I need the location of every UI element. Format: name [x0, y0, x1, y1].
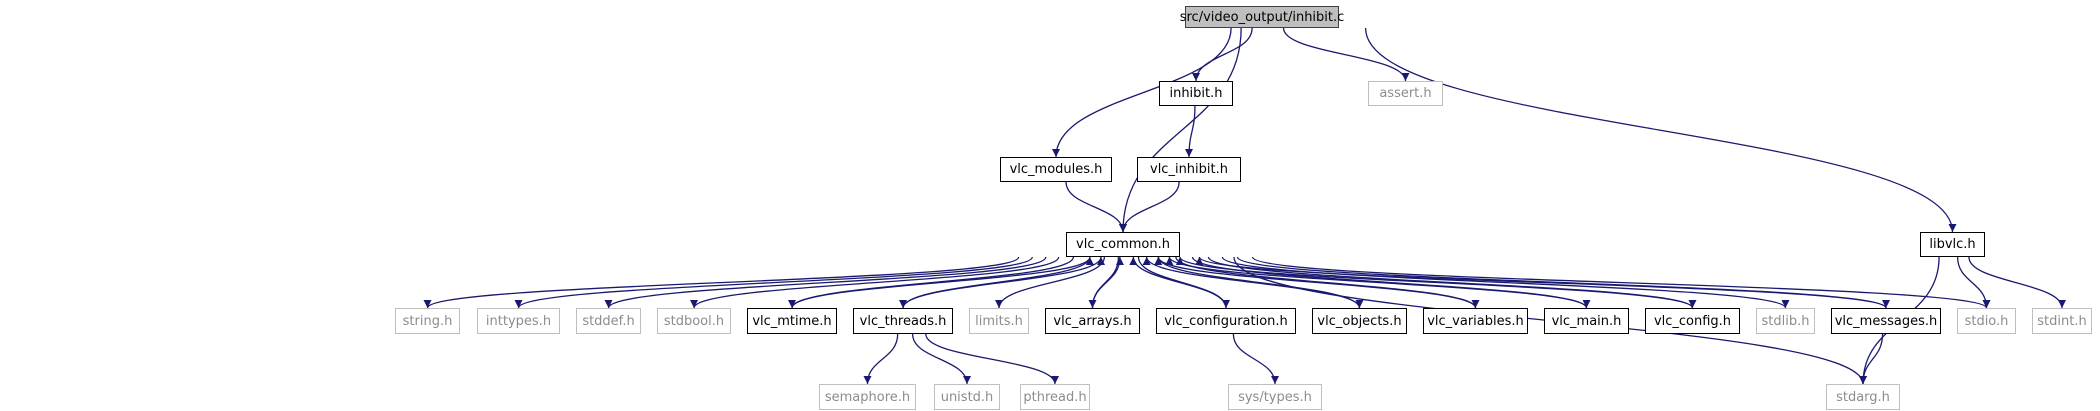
edge-vlc-mtime-h-to-vlc-common-h — [791, 256, 1094, 309]
node-vlc-threads-h[interactable]: vlc_threads.h — [853, 308, 953, 334]
edge-vlc-common-h-to-stddef-h — [604, 256, 1047, 309]
node-vlc-config-h[interactable]: vlc_config.h — [1645, 308, 1740, 334]
node-inttypes-h: inttypes.h — [477, 308, 560, 334]
node-sys-types-h: sys/types.h — [1228, 384, 1322, 410]
node-vlc-main-h[interactable]: vlc_main.h — [1544, 308, 1629, 334]
node-limits-h: limits.h — [969, 308, 1029, 334]
node-stddef-h: stddef.h — [576, 308, 641, 334]
node-pthread-h: pthread.h — [1020, 384, 1090, 410]
node-vlc-objects-h[interactable]: vlc_objects.h — [1312, 308, 1407, 334]
edge-vlc-config-h-to-vlc-common-h — [1176, 256, 1694, 309]
edge-vlc-common-h-to-vlc-messages-h — [1236, 256, 1890, 309]
edge-vlc-messages-h-to-stdarg-h — [1859, 333, 1884, 385]
edge-vlc-objects-h-to-vlc-common-h — [1142, 256, 1361, 309]
edge-vlc-variables-h-to-vlc-common-h — [1154, 256, 1477, 309]
node-root[interactable]: src/video_output/inhibit.c — [1180, 6, 1344, 28]
node-vlc-messages-h[interactable]: vlc_messages.h — [1831, 308, 1941, 334]
edge-inhibit-h-to-vlc-inhibit-h — [1185, 105, 1196, 158]
edge-vlc-modules-h-to-vlc-common-h — [1065, 181, 1127, 233]
edge-root-to-vlc-modules-h — [1052, 27, 1232, 158]
edge-root-to-vlc-common-h — [1119, 27, 1242, 233]
edge-vlc-threads-h-to-unistd-h — [911, 333, 971, 385]
node-vlc-modules-h[interactable]: vlc_modules.h — [1000, 157, 1112, 182]
edge-vlc-threads-h-to-semaphore-h — [863, 333, 899, 385]
edge-vlc-configuration-h-to-vlc-common-h — [1129, 256, 1227, 309]
node-vlc-variables-h[interactable]: vlc_variables.h — [1423, 308, 1528, 334]
edge-vlc-messages-h-to-vlc-common-h — [1195, 256, 1887, 309]
edge-vlc-common-h-to-string-h — [423, 256, 1020, 309]
edge-vlc-common-h-to-stdio-h — [1251, 256, 1991, 309]
edge-vlc-common-h-to-stdbool-h — [690, 256, 1060, 309]
edge-vlc-common-h-to-inttypes-h — [514, 256, 1033, 309]
edge-vlc-main-h-to-vlc-common-h — [1165, 256, 1588, 309]
node-stdio-h: stdio.h — [1957, 308, 2016, 334]
edge-vlc-threads-h-to-vlc-common-h — [902, 256, 1105, 309]
edge-vlc-arrays-h-to-vlc-common-h — [1091, 256, 1124, 309]
node-semaphore-h: semaphore.h — [819, 384, 916, 410]
node-vlc-arrays-h[interactable]: vlc_arrays.h — [1045, 308, 1140, 334]
edge-libvlc-h-to-stdint-h — [1968, 256, 2066, 309]
node-stdlib-h: stdlib.h — [1756, 308, 1815, 334]
node-stdint-h: stdint.h — [2032, 308, 2092, 334]
node-vlc-common-h[interactable]: vlc_common.h — [1066, 232, 1180, 257]
node-libvlc-h[interactable]: libvlc.h — [1920, 232, 1985, 257]
edge-root-to-assert-h — [1282, 27, 1410, 82]
edge-vlc-configuration-h-to-sys-types-h — [1232, 333, 1279, 385]
node-vlc-configuration-h[interactable]: vlc_configuration.h — [1156, 308, 1296, 334]
node-vlc-mtime-h[interactable]: vlc_mtime.h — [747, 308, 837, 334]
node-vlc-inhibit-h[interactable]: vlc_inhibit.h — [1137, 157, 1241, 182]
node-string-h: string.h — [395, 308, 460, 334]
edge-root-to-inhibit-h — [1192, 27, 1253, 82]
node-stdbool-h: stdbool.h — [657, 308, 731, 334]
node-stdarg-h: stdarg.h — [1826, 384, 1900, 410]
edge-vlc-common-h-to-stdlib-h — [1221, 256, 1790, 309]
edge-root-to-libvlc-h — [1364, 27, 1957, 233]
edge-vlc-threads-h-to-pthread-h — [925, 333, 1059, 385]
node-inhibit-h[interactable]: inhibit.h — [1159, 81, 1233, 106]
node-assert-h: assert.h — [1368, 81, 1443, 106]
edge-libvlc-h-to-stdio-h — [1956, 256, 1991, 309]
node-unistd-h: unistd.h — [934, 384, 1000, 410]
